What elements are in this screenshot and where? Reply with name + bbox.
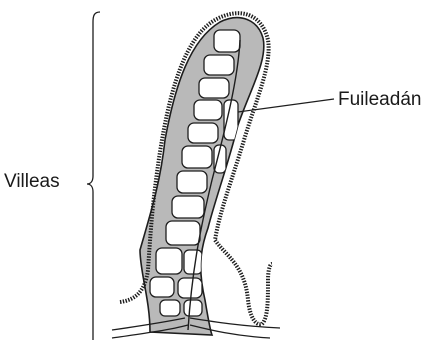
blood-vessel-leader-line (238, 99, 334, 112)
villi-label: Villeas (4, 172, 60, 191)
villi-bracket (87, 12, 100, 340)
blood-vessel-label: Fuileadán (338, 90, 421, 109)
